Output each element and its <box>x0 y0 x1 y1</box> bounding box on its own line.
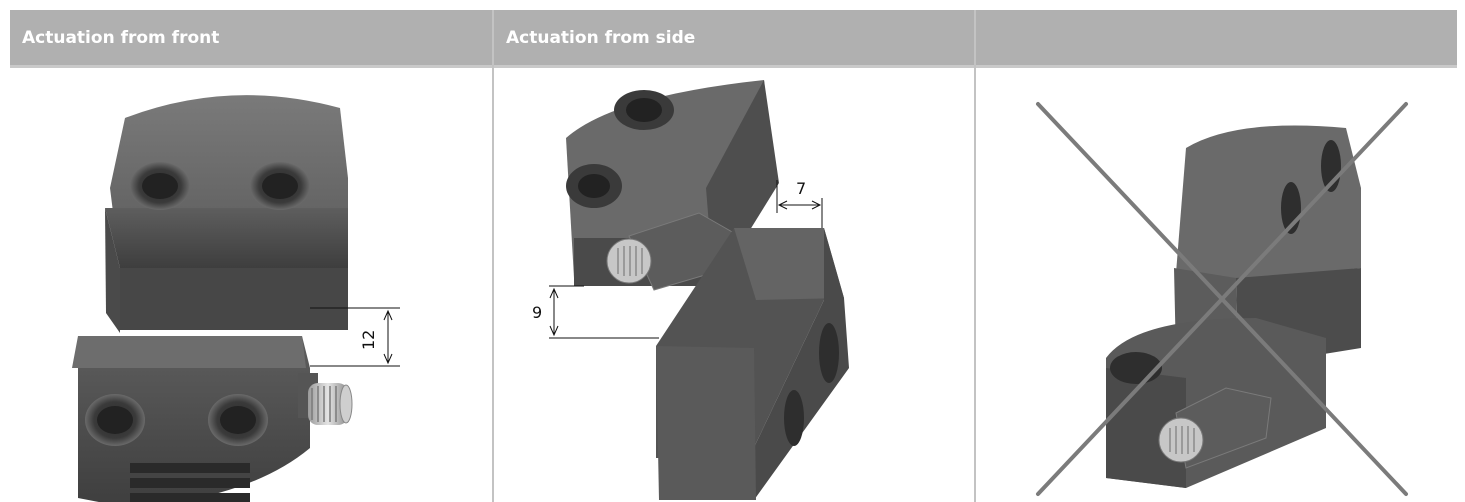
sensor-block <box>72 336 353 502</box>
cell-front-figure: 12 <box>10 68 492 502</box>
side-dimension-left-label: 9 <box>532 303 542 322</box>
actuation-table: Actuation from front Actuation from side <box>10 10 1457 502</box>
cross-out-icon <box>1036 102 1408 496</box>
cell-side-figure: 7 9 <box>494 68 974 502</box>
header-not-allowed <box>976 10 1457 68</box>
front-actuation-illustration: 12 <box>72 95 400 502</box>
cell-not-allowed-figure <box>976 68 1457 502</box>
header-actuation-side-label: Actuation from side <box>506 27 696 48</box>
actuator-block <box>105 95 348 333</box>
sensor-block-side <box>566 80 779 291</box>
side-dimension-top-label: 7 <box>796 179 806 198</box>
sensor-block-lower <box>1106 318 1326 488</box>
actuator-block-side <box>656 228 849 500</box>
header-actuation-side: Actuation from side <box>494 10 974 68</box>
side-dimension-left <box>549 285 659 339</box>
header-actuation-front-label: Actuation from front <box>22 27 220 48</box>
front-dimension <box>310 307 400 367</box>
not-allowed-illustration <box>1036 102 1408 496</box>
side-dimension-top <box>776 180 823 228</box>
front-dimension-label: 12 <box>359 330 378 350</box>
side-actuation-illustration: 7 9 <box>532 80 849 500</box>
header-actuation-front: Actuation from front <box>10 10 492 68</box>
